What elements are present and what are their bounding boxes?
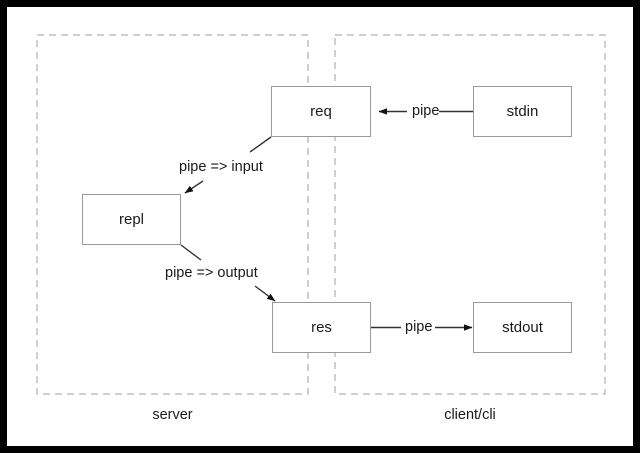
connector-req-to-repl-head <box>184 180 204 194</box>
node-req[interactable]: req <box>271 86 371 137</box>
node-label-stdout: stdout <box>502 319 543 336</box>
connector-repl-to-res-head <box>254 285 276 302</box>
diagram-connectors-layer <box>36 34 606 395</box>
node-res[interactable]: res <box>272 302 371 353</box>
node-label-res: res <box>311 319 332 336</box>
group-label-client-cli: client/cli <box>444 407 496 423</box>
edge-label-repl-to-res: pipe => output <box>165 265 258 281</box>
node-stdin[interactable]: stdin <box>473 86 572 137</box>
node-label-repl: repl <box>118 211 144 228</box>
group-label-server: server <box>152 407 193 423</box>
node-stdout[interactable]: stdout <box>473 302 572 353</box>
edge-label-stdin-to-req: pipe <box>412 103 440 119</box>
edge-label-res-to-stdout: pipe <box>405 319 433 335</box>
diagram-paper: req stdin repl res stdout pipe pipe => i… <box>7 7 633 446</box>
node-label-stdin: stdin <box>506 103 539 120</box>
node-label-req: req <box>310 103 332 120</box>
edge-label-req-to-repl: pipe => input <box>179 159 263 175</box>
group-rect-client-cli <box>334 34 606 395</box>
connector-req-to-repl-tail <box>249 136 272 153</box>
connector-repl-to-res-tail <box>180 244 202 261</box>
group-rect-server <box>36 34 309 395</box>
node-repl[interactable]: repl <box>82 194 181 245</box>
